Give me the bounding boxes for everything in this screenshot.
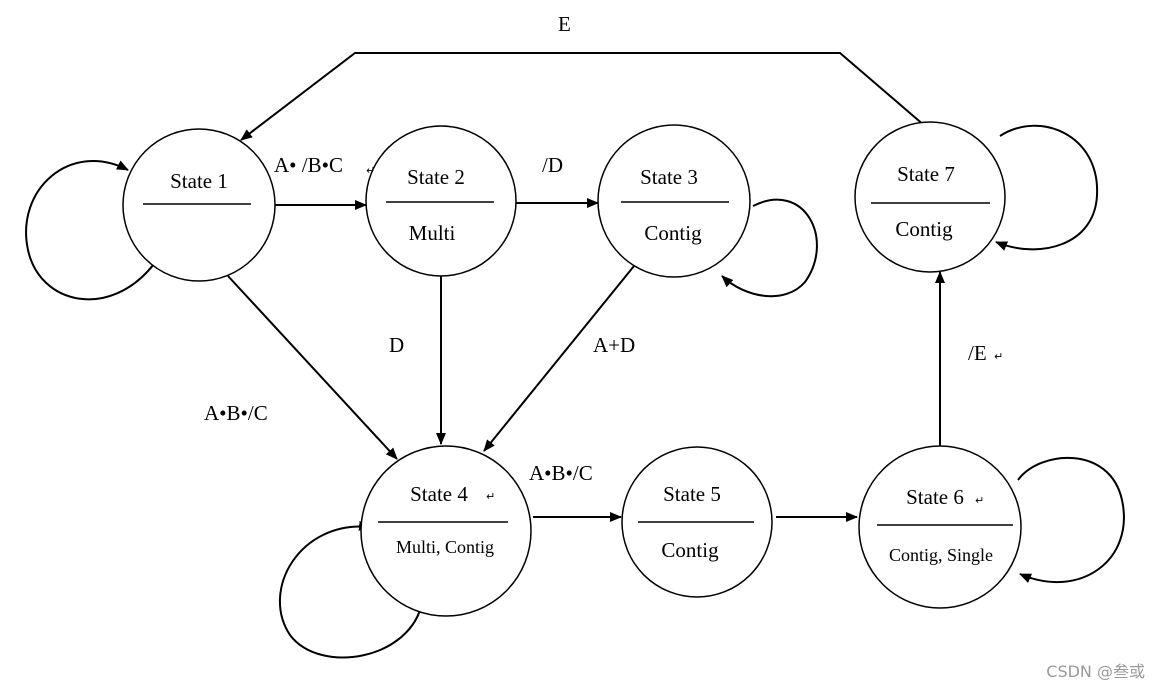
state-4-sub: Multi, Contig bbox=[396, 537, 494, 557]
state-3-sub: Contig bbox=[644, 221, 702, 245]
edge-s1-s4 bbox=[227, 275, 398, 460]
state-5-title: State 5 bbox=[663, 482, 721, 506]
label-s3-s4: A+D bbox=[593, 333, 635, 357]
state-5-sub: Contig bbox=[661, 538, 719, 562]
state-3-title: State 3 bbox=[640, 165, 698, 189]
state-4-title: State 4 bbox=[410, 482, 468, 506]
state-6-title: State 6 bbox=[906, 485, 964, 509]
label-s1-s4: A•B•/C bbox=[204, 401, 268, 425]
self-loop-s1 bbox=[25, 160, 155, 301]
label-s2-s3: /D bbox=[542, 153, 563, 177]
state-2: State 2 Multi bbox=[365, 125, 517, 277]
label-s7-s1: E bbox=[558, 12, 571, 36]
state-7-sub: Contig bbox=[895, 217, 953, 241]
watermark: CSDN @叁或 bbox=[1046, 662, 1145, 681]
self-loop-s7 bbox=[995, 124, 1099, 251]
self-loop-s6 bbox=[1017, 456, 1125, 584]
state-3: State 3 Contig bbox=[597, 124, 751, 278]
state-6: State 6 Contig, Single bbox=[858, 445, 1022, 609]
paragraph-mark: ↵ bbox=[366, 164, 375, 177]
paragraph-mark: ↵ bbox=[486, 490, 495, 503]
state-7: State 7 Contig bbox=[854, 121, 1006, 273]
state-2-title: State 2 bbox=[407, 165, 465, 189]
self-loop-s4 bbox=[279, 520, 423, 659]
state-2-sub: Multi bbox=[409, 221, 456, 245]
self-loop-s3 bbox=[721, 198, 818, 298]
edge-s3-s4 bbox=[483, 265, 635, 452]
label-s4-s5: A•B•/C bbox=[529, 461, 593, 485]
label-s1-s2: A• /B•C bbox=[274, 153, 343, 177]
state-1: State 1 bbox=[122, 128, 276, 282]
label-s2-s4: D bbox=[389, 333, 404, 357]
paragraph-mark: ↵ bbox=[994, 350, 1003, 363]
state-4: State 4 Multi, Contig bbox=[360, 445, 532, 617]
edge-s7-s1 bbox=[240, 52, 926, 141]
state-1-title: State 1 bbox=[170, 169, 228, 193]
paragraph-mark: ↵ bbox=[975, 494, 984, 507]
state-5: State 5 Contig bbox=[621, 446, 773, 598]
label-s6-s7: /E bbox=[968, 341, 987, 365]
state-6-sub: Contig, Single bbox=[889, 545, 993, 565]
state-7-title: State 7 bbox=[897, 162, 955, 186]
